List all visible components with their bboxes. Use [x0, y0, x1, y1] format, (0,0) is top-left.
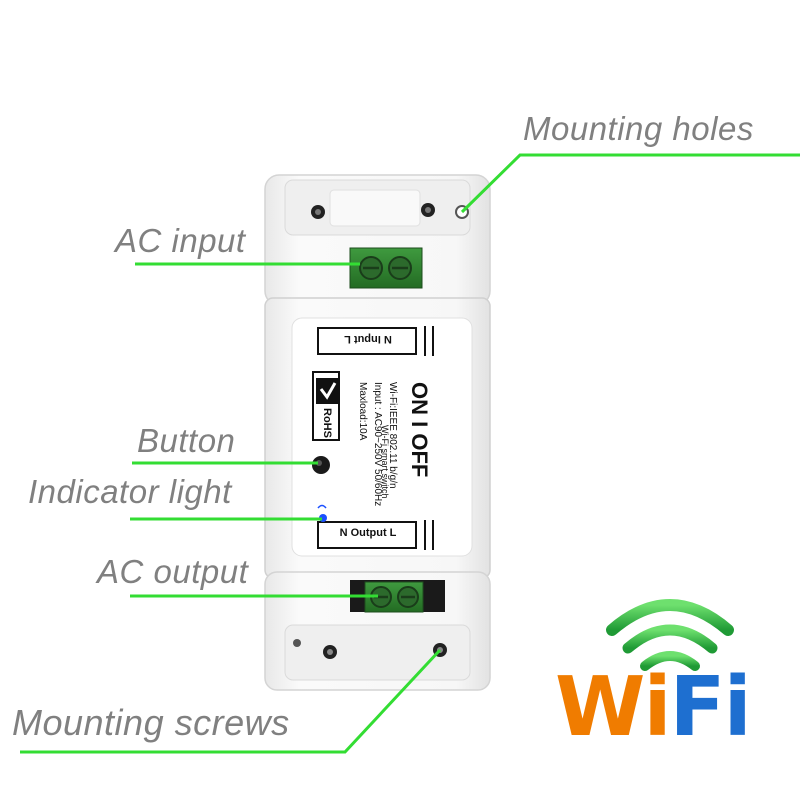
input-terminal-label: N Input L [344, 333, 392, 345]
wifi-logo-text: WiFi [555, 660, 752, 755]
callout-mounting-screws: Mounting screws [12, 702, 290, 743]
wifi-logo: WiFi [555, 660, 795, 770]
callout-button: Button [137, 422, 236, 459]
spec-input-label: Input : AC90~250V 50/60Hz [372, 382, 383, 507]
wifi-logo-arcs [606, 599, 734, 671]
on-off-label: ON I OFF [407, 382, 432, 478]
leader-lines [20, 153, 800, 754]
callout-ac-output: AC output [97, 553, 249, 590]
ac-input-terminal [349, 247, 423, 289]
spec-maxload-label: Maxload:10A [357, 382, 368, 441]
output-terminal-label: N Output L [339, 527, 397, 539]
callout-indicator-light: Indicator light [28, 473, 232, 510]
callout-mounting-holes: Mounting holes [523, 110, 754, 147]
rohs-label: RoHS [321, 408, 333, 438]
switch-body [264, 297, 491, 579]
spec-wifi-label: Wi-Fi:IEEE 802.11 b/g/n [387, 382, 398, 489]
callout-ac-input: AC input [115, 222, 246, 259]
top-mounting-bracket [264, 174, 491, 306]
leader-mounting-screws [20, 648, 442, 754]
leader-mounting-holes [460, 153, 800, 214]
